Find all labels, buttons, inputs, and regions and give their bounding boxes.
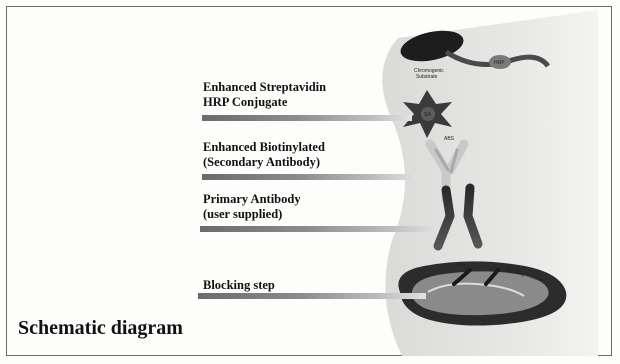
step-label-blocking: Blocking step bbox=[203, 278, 275, 293]
step-label-line: (Secondary Antibody) bbox=[203, 155, 325, 170]
step-label-primary-antibody: Primary Antibody (user supplied) bbox=[203, 192, 301, 222]
svg-text:SA: SA bbox=[424, 112, 431, 118]
step-label-line: Primary Antibody bbox=[203, 192, 301, 207]
svg-text:Substrate: Substrate bbox=[416, 74, 438, 80]
svg-text:ABS: ABS bbox=[444, 136, 455, 142]
step-bar-secondary-antibody bbox=[202, 174, 417, 180]
svg-text:HRP: HRP bbox=[494, 60, 505, 66]
step-label-line: Enhanced Biotinylated bbox=[203, 140, 325, 155]
step-label-line: (user supplied) bbox=[203, 207, 301, 222]
figure-caption: Schematic diagram bbox=[18, 317, 183, 340]
step-label-secondary-antibody: Enhanced Biotinylated (Secondary Antibod… bbox=[203, 140, 325, 170]
step-bar-primary-antibody bbox=[200, 226, 438, 232]
step-label-streptavidin: Enhanced Streptavidin HRP Conjugate bbox=[203, 80, 326, 110]
svg-text:AG: AG bbox=[458, 262, 465, 268]
step-bar-blocking bbox=[198, 293, 426, 299]
step-label-line: Enhanced Streptavidin bbox=[203, 80, 326, 95]
step-label-line: HRP Conjugate bbox=[203, 95, 326, 110]
step-bar-streptavidin bbox=[202, 115, 412, 121]
step-label-line: Blocking step bbox=[203, 278, 275, 293]
